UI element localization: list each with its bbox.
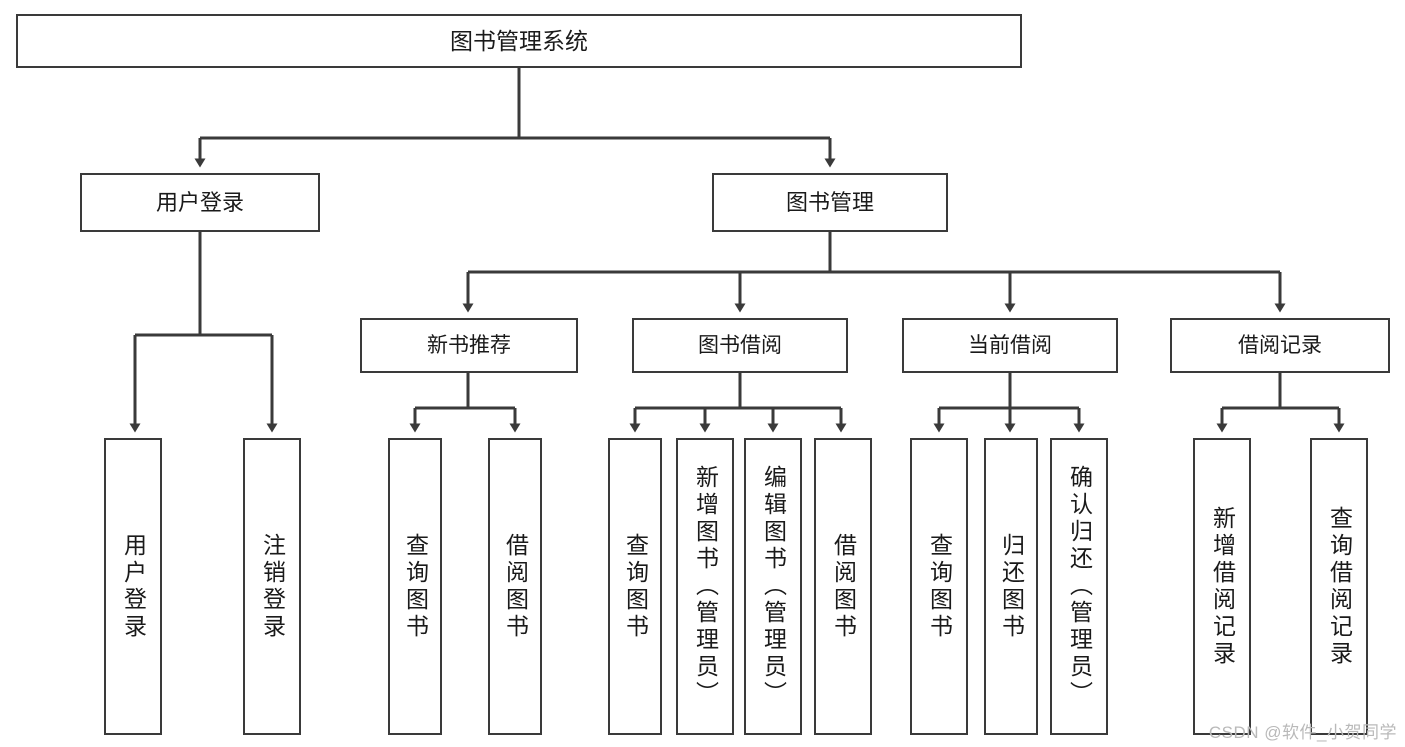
leaf-query-book-current-label: 查询图书 <box>926 532 953 641</box>
leaf-add-book-admin[interactable]: 新增图书（管理员） <box>676 438 734 735</box>
node-book-borrow-label: 图书借阅 <box>698 334 782 357</box>
leaf-logout[interactable]: 注销登录 <box>243 438 301 735</box>
leaf-user-login[interactable]: 用户登录 <box>104 438 162 735</box>
leaf-return-book[interactable]: 归还图书 <box>984 438 1038 735</box>
node-user-login[interactable]: 用户登录 <box>80 173 320 232</box>
leaf-add-book-admin-label: 新增图书（管理员） <box>692 465 719 708</box>
node-book-borrow[interactable]: 图书借阅 <box>632 318 848 373</box>
leaf-borrow-book-recommend[interactable]: 借阅图书 <box>488 438 542 735</box>
leaf-borrow-book-label: 借阅图书 <box>830 532 857 641</box>
leaf-confirm-return-admin-label: 确认归还（管理员） <box>1066 465 1093 708</box>
leaf-confirm-return-admin[interactable]: 确认归还（管理员） <box>1050 438 1108 735</box>
node-root-label: 图书管理系统 <box>450 27 588 54</box>
leaf-query-borrow-record[interactable]: 查询借阅记录 <box>1310 438 1368 735</box>
csdn-watermark: CSDN @软件_小贺同学 <box>1208 723 1397 742</box>
node-borrow-records-label: 借阅记录 <box>1238 334 1322 357</box>
leaf-borrow-book[interactable]: 借阅图书 <box>814 438 872 735</box>
leaf-edit-book-admin-label: 编辑图书（管理员） <box>760 465 787 708</box>
leaf-add-borrow-record-label: 新增借阅记录 <box>1209 505 1236 668</box>
leaf-query-book-borrow-label: 查询图书 <box>622 532 649 641</box>
leaf-logout-label: 注销登录 <box>259 532 286 641</box>
node-new-book-recommend-label: 新书推荐 <box>427 334 511 357</box>
node-book-management[interactable]: 图书管理 <box>712 173 948 232</box>
node-current-borrow[interactable]: 当前借阅 <box>902 318 1118 373</box>
node-new-book-recommend[interactable]: 新书推荐 <box>360 318 578 373</box>
leaf-return-book-label: 归还图书 <box>998 532 1025 641</box>
leaf-query-book-current[interactable]: 查询图书 <box>910 438 968 735</box>
node-borrow-records[interactable]: 借阅记录 <box>1170 318 1390 373</box>
leaf-query-book-borrow[interactable]: 查询图书 <box>608 438 662 735</box>
node-current-borrow-label: 当前借阅 <box>968 334 1052 357</box>
leaf-query-book-recommend[interactable]: 查询图书 <box>388 438 442 735</box>
node-book-management-label: 图书管理 <box>785 189 874 215</box>
leaf-edit-book-admin[interactable]: 编辑图书（管理员） <box>744 438 802 735</box>
leaf-query-borrow-record-label: 查询借阅记录 <box>1326 505 1353 668</box>
leaf-query-book-recommend-label: 查询图书 <box>402 532 429 641</box>
node-root[interactable]: 图书管理系统 <box>16 14 1022 68</box>
leaf-borrow-book-recommend-label: 借阅图书 <box>502 532 529 641</box>
node-user-login-label: 用户登录 <box>155 189 244 215</box>
leaf-user-login-label: 用户登录 <box>120 532 147 641</box>
leaf-add-borrow-record[interactable]: 新增借阅记录 <box>1193 438 1251 735</box>
